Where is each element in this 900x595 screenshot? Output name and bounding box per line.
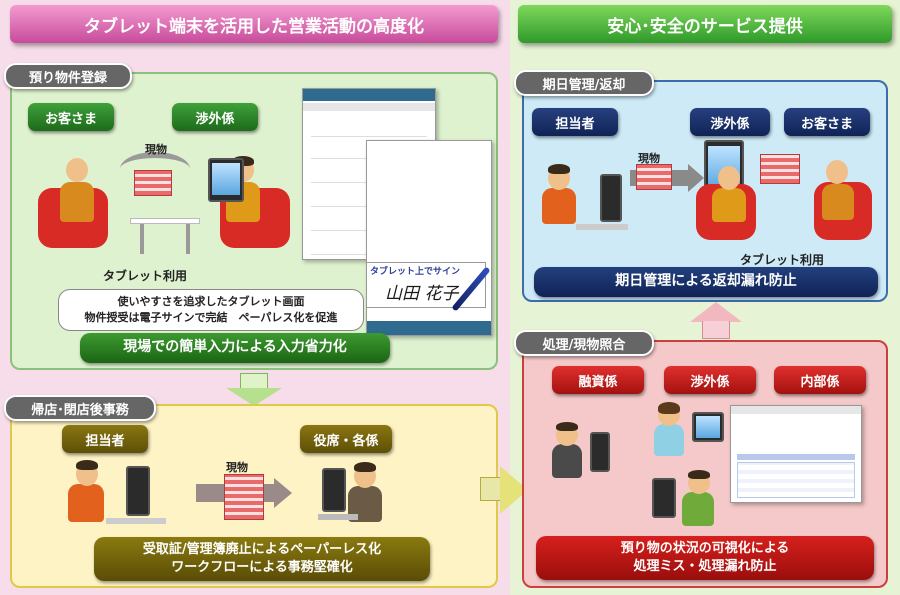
sales-staff-illustration [648, 402, 728, 468]
loan-staff-illustration [542, 420, 622, 492]
staff-computer-illustration [536, 160, 630, 242]
tablet-label-1: タブレット利用 [103, 269, 188, 283]
role-customer-3: お客さま [784, 108, 870, 136]
section-registration-tab: 預り物件登録 [4, 63, 132, 89]
item-label-2: 現物 [226, 461, 248, 474]
role-internal: 内部係 [774, 366, 866, 394]
role-loan: 融資係 [552, 366, 644, 394]
tablet-label-3: タブレット利用 [740, 253, 825, 267]
role-customer: お客さま [28, 103, 114, 131]
result-processing-line-2: 処理ミス・処理漏れ防止 [633, 559, 777, 574]
internal-staff-illustration [652, 470, 732, 536]
section-deadline-tab: 期日管理/返却 [514, 70, 654, 96]
result-backoffice-line-2: ワークフローによる事務堅確化 [171, 560, 353, 575]
item-documents-3 [636, 164, 672, 190]
signature-name: 山田 花子 [385, 284, 459, 304]
section-processing-tab: 処理/現物照合 [514, 330, 654, 356]
result-backoffice: 受取証/管理簿廃止によるペーパーレス化 ワークフローによる事務堅確化 [94, 537, 430, 581]
feature-bubble: 使いやすさを追求したタブレット画面 物件授受は電子サインで完結 ペーパレス化を促… [58, 289, 364, 331]
bubble-line-2: 物件授受は電子サインで完結 ペーパレス化を促進 [84, 310, 338, 324]
bubble-line-1: 使いやすさを追求したタブレット画面 [117, 295, 305, 308]
return-meeting-illustration [696, 140, 876, 250]
item-label-3: 現物 [638, 152, 660, 165]
item-documents-2 [224, 474, 264, 520]
result-processing: 預り物の状況の可視化による 処理ミス・処理漏れ防止 [536, 536, 874, 580]
role-staff-3: 担当者 [532, 108, 618, 136]
role-sales-4: 渉外係 [664, 366, 756, 394]
signature-caption: タブレット上でサイン [370, 267, 461, 277]
item-label-1: 現物 [145, 143, 167, 156]
role-managers: 役席・各係 [300, 425, 392, 453]
arrow-down-icon [240, 373, 268, 389]
staff-desk-illustration [60, 458, 170, 538]
right-banner: 安心･安全のサービス提供 [518, 5, 892, 43]
result-backoffice-line-1: 受取証/管理簿廃止によるペーパーレス化 [142, 542, 382, 558]
result-registration: 現場での簡単入力による入力省力化 [80, 333, 390, 363]
role-sales: 渉外係 [172, 103, 258, 131]
role-staff: 担当者 [62, 425, 148, 453]
curved-arrow-icon [120, 152, 190, 186]
arrow-right-icon [480, 477, 502, 501]
meeting-illustration [30, 140, 300, 280]
result-deadline: 期日管理による返却漏れ防止 [534, 267, 878, 297]
status-system-screen [730, 405, 862, 503]
left-banner: タブレット端末を活用した営業活動の高度化 [10, 5, 498, 43]
signature-box [366, 262, 486, 308]
manager-desk-illustration [318, 460, 404, 542]
result-processing-line-1: 預り物の状況の可視化による [620, 541, 790, 557]
section-backoffice-tab: 帰店･閉店後事務 [4, 395, 156, 421]
arrow-up-icon [690, 302, 742, 322]
role-sales-3: 渉外係 [690, 108, 770, 136]
